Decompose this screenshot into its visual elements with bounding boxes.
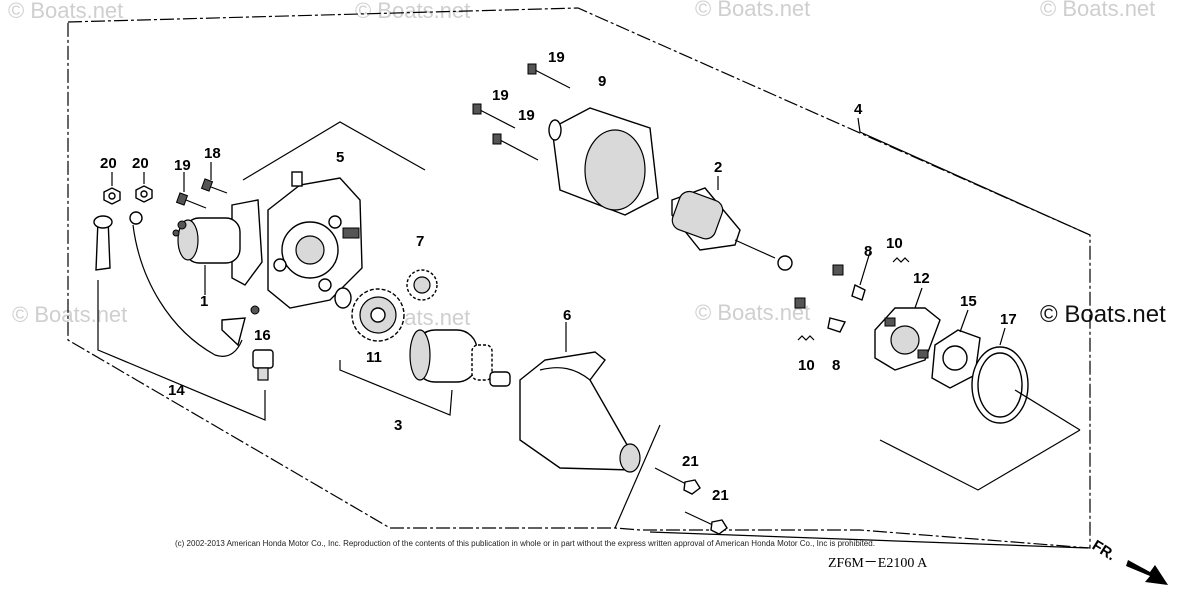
nuts bbox=[103, 185, 153, 205]
callout-8-lower: 8 bbox=[832, 357, 840, 374]
pinion-gear-7 bbox=[406, 269, 438, 301]
overrunning-clutch bbox=[409, 329, 511, 387]
watermark-top-left: © Boats.net bbox=[8, 0, 123, 23]
diagram-code: ZF6M－E2100 A bbox=[828, 556, 928, 571]
bolts-bottom bbox=[654, 467, 728, 535]
callout-3: 3 bbox=[394, 417, 402, 434]
bracket-6 bbox=[614, 424, 661, 529]
callout-1: 1 bbox=[200, 293, 208, 310]
brush-springs bbox=[794, 257, 910, 341]
bracket-17 bbox=[879, 429, 1081, 491]
front-direction-arrow bbox=[1126, 560, 1168, 585]
callout-17: 17 bbox=[1000, 311, 1017, 328]
callout-19-mid-left: 19 bbox=[492, 87, 509, 104]
bolts-top bbox=[472, 63, 571, 161]
callout-14: 14 bbox=[168, 382, 185, 399]
callout-10-upper: 10 bbox=[886, 235, 903, 252]
end-cover bbox=[267, 171, 363, 309]
callout-15: 15 bbox=[960, 293, 977, 310]
solenoid-assembly bbox=[172, 199, 263, 295]
callout-10-lower: 10 bbox=[798, 357, 815, 374]
idle-gear bbox=[334, 287, 405, 342]
callout-16: 16 bbox=[254, 327, 271, 344]
watermark-top-center-left: © Boats.net bbox=[355, 0, 470, 23]
watermark-mid-center-right: © Boats.net bbox=[695, 300, 810, 325]
copyright-notice: (c) 2002-2013 American Honda Motor Co., … bbox=[175, 539, 875, 548]
callout-19-top: 19 bbox=[548, 49, 565, 66]
watermark-mid-left: © Boats.net bbox=[12, 302, 127, 327]
leader-lines bbox=[111, 117, 1006, 352]
bracket-5 bbox=[242, 121, 426, 181]
bracket-14 bbox=[97, 280, 266, 421]
o-ring bbox=[971, 346, 1081, 431]
callout-18: 18 bbox=[204, 145, 221, 162]
callout-9: 9 bbox=[598, 73, 606, 90]
plate bbox=[931, 329, 981, 389]
callout-6: 6 bbox=[563, 307, 571, 324]
callout-12: 12 bbox=[913, 270, 930, 287]
watermark-mid-right: © Boats.net bbox=[1040, 301, 1166, 328]
watermark-top-center-right: © Boats.net bbox=[695, 0, 810, 21]
callout-7: 7 bbox=[416, 233, 424, 250]
callout-19-left: 19 bbox=[174, 157, 191, 174]
cable bbox=[93, 211, 246, 357]
callout-21-upper: 21 bbox=[682, 453, 699, 470]
callout-8-upper: 8 bbox=[864, 243, 872, 260]
brush-holder bbox=[874, 307, 941, 371]
armature bbox=[671, 187, 793, 271]
assembly-outline bbox=[67, 7, 1091, 549]
callout-21-lower: 21 bbox=[712, 487, 729, 504]
callout-20-left: 20 bbox=[100, 155, 117, 172]
bolts-left bbox=[175, 178, 228, 209]
callout-5: 5 bbox=[336, 149, 344, 166]
bracket-3 bbox=[339, 360, 453, 416]
clip-16 bbox=[250, 305, 274, 381]
callouts: 1 2 3 4 5 6 7 8 8 9 10 10 11 12 14 15 16… bbox=[100, 49, 1017, 504]
callout-11: 11 bbox=[366, 349, 382, 366]
callout-4: 4 bbox=[854, 101, 863, 118]
callout-2: 2 bbox=[714, 159, 722, 176]
yoke bbox=[548, 107, 659, 216]
front-housing bbox=[519, 351, 641, 473]
watermark-top-right: © Boats.net bbox=[1040, 0, 1155, 21]
bracket-4 bbox=[859, 131, 1091, 236]
callout-19-mid-right: 19 bbox=[518, 107, 535, 124]
callout-20-right: 20 bbox=[132, 155, 149, 172]
